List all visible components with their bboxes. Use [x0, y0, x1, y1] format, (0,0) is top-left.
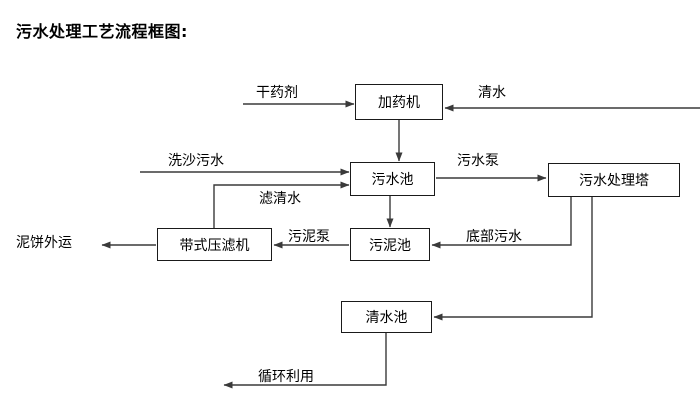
edge-clear-water-to-reuse: [223, 333, 387, 389]
edge-press-to-wastewater-pool: [213, 181, 350, 228]
node-label: 带式压滤机: [179, 237, 250, 254]
label-sand-wash-water: 洗沙污水: [168, 153, 224, 169]
node-label: 加药机: [378, 95, 420, 111]
label-bottom-wastewater: 底部污水: [466, 229, 522, 245]
node-clear-water-pool[interactable]: 清水池: [341, 301, 432, 333]
label-mud-cake-transport: 泥饼外运: [16, 235, 72, 251]
page-title: 污水处理工艺流程框图:: [16, 22, 188, 41]
node-dosing-machine[interactable]: 加药机: [355, 84, 443, 120]
node-label: 污水池: [371, 172, 414, 188]
node-wastewater-pool[interactable]: 污水池: [350, 162, 435, 196]
node-treatment-tower[interactable]: 污水处理塔: [548, 163, 680, 197]
label-recycling-reuse: 循环利用: [258, 369, 314, 385]
label-sludge-pump: 污泥泵: [288, 229, 330, 245]
edge-tower-to-clear-water: [433, 197, 593, 321]
label-dry-chemical: 干药剂: [256, 85, 298, 101]
node-label: 污泥池: [369, 237, 411, 254]
edge-tower-to-sludge: [431, 197, 572, 249]
label-clean-water: 清水: [478, 85, 506, 101]
node-belt-filter-press[interactable]: 带式压滤机: [157, 228, 272, 261]
node-sludge-pool[interactable]: 污泥池: [350, 228, 430, 261]
node-label: 清水池: [365, 310, 408, 326]
label-filtered-water: 滤清水: [259, 191, 301, 207]
label-wastewater-pump: 污水泵: [457, 153, 499, 169]
node-label: 污水处理塔: [579, 173, 649, 189]
